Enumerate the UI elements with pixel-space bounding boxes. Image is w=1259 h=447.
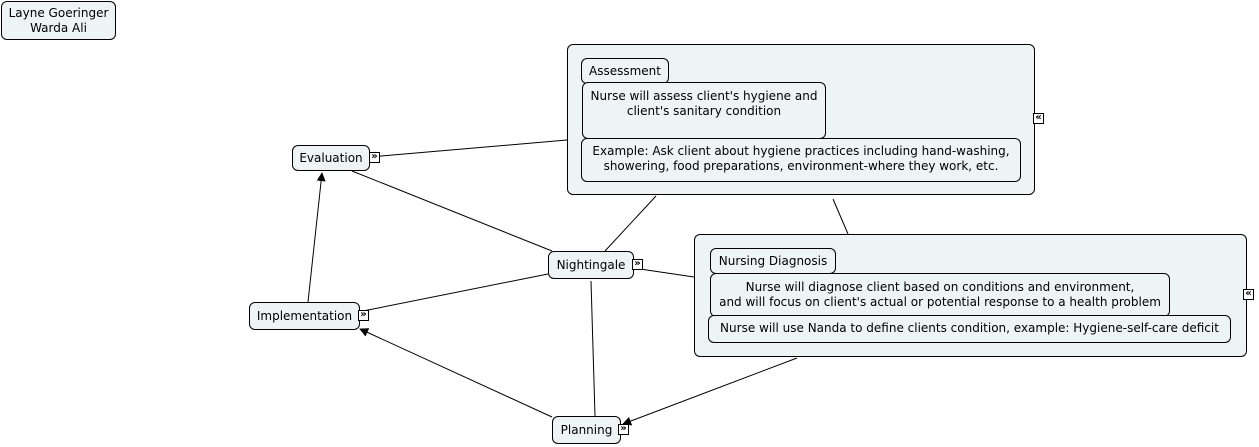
assessment-description[interactable]: Nurse will assess client's hygiene and c… [582,82,826,139]
assessment-example-line-1: Example: Ask client about hygiene practi… [592,144,1010,158]
link-assessment-nightingale [604,195,657,252]
link-evaluation-nightingale [351,170,553,252]
nightingale-node[interactable]: Nightingale [548,251,634,279]
assessment-example[interactable]: Example: Ask client about hygiene practi… [581,138,1021,182]
assessment-description-line-2: client's sanitary condition [626,104,782,118]
evaluation-expand-icon[interactable]: » [369,152,380,163]
diagnosis-description[interactable]: Nurse will diagnose client based on cond… [710,273,1170,317]
diagnosis-title[interactable]: Nursing Diagnosis [710,248,836,274]
author-name-2: Warda Ali [30,21,87,35]
link-assessment-evaluation [369,139,568,158]
link-nightingale-planning [590,280,596,417]
author-name-1: Layne Goeringer [8,6,109,20]
evaluation-node[interactable]: Evaluation [292,145,370,171]
diagnosis-nanda[interactable]: Nurse will use Nanda to define clients c… [708,315,1231,343]
planning-node[interactable]: Planning [552,416,621,444]
arrow-diagnosis-planning [622,357,798,426]
link-assessment-diagnosis [832,198,849,235]
assessment-title[interactable]: Assessment [581,58,669,84]
arrow-implementation-evaluation [307,172,326,303]
implementation-expand-icon[interactable]: » [358,310,369,321]
diagnosis-description-line-2: and will focus on client's actual or pot… [719,295,1161,309]
authors-box: Layne Goeringer Warda Ali [1,1,116,40]
arrow-planning-implementation [359,328,553,418]
assessment-collapse-icon[interactable]: « [1033,113,1044,124]
nightingale-expand-icon[interactable]: » [632,259,643,270]
link-nightingale-diagnosis [639,268,695,278]
link-nightingale-implementation [362,273,549,312]
planning-expand-icon[interactable]: » [618,424,629,435]
assessment-example-line-2: showering, food preparations, environmen… [603,159,999,173]
diagnosis-collapse-icon[interactable]: « [1243,289,1254,300]
implementation-node[interactable]: Implementation [249,302,360,330]
assessment-description-line-1: Nurse will assess client's hygiene and [590,89,818,103]
diagnosis-description-line-1: Nurse will diagnose client based on cond… [745,280,1135,294]
